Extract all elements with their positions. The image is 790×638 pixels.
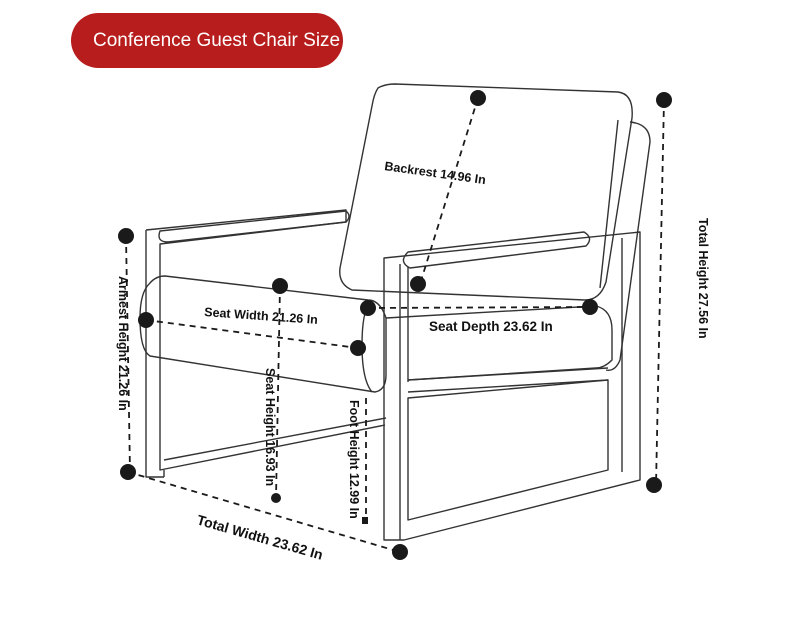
marker-foot-height-bottom — [362, 517, 368, 524]
total-height-line — [655, 99, 665, 486]
backrest-rear-frame — [599, 119, 619, 289]
seat-cushion — [139, 275, 387, 393]
total-width-line — [127, 471, 401, 553]
marker-seat-depth-left — [360, 300, 376, 316]
marker-seat-width-top — [272, 278, 288, 294]
label-seat-depth: Seat Depth 23.62 In — [429, 319, 553, 334]
label-foot-height: Foot Height 12.99 In — [347, 400, 361, 519]
right-arm-frame — [383, 231, 641, 541]
front-rail — [407, 367, 609, 393]
marker-seat-height-bottom — [271, 493, 281, 503]
marker-total-height-bottom — [646, 477, 662, 493]
seat-width-line — [145, 319, 359, 349]
label-seat-height: Seat Height 16.93 In — [263, 368, 277, 486]
label-total-height: Total Height 27.56 In — [696, 218, 710, 339]
seat-cushion-side — [385, 305, 613, 381]
backrest-cushion — [339, 83, 633, 301]
chair-illustration — [139, 83, 651, 541]
marker-backrest-top — [470, 90, 486, 106]
label-backrest: Backrest 14.96 In — [384, 159, 487, 187]
label-seat-width: Seat Width 21.26 In — [204, 305, 319, 327]
marker-total-height-top — [656, 92, 672, 108]
right-arm-pad — [402, 231, 591, 269]
label-armrest-height: Armest Height 21.26 In — [116, 276, 130, 411]
title-text: Conference Guest Chair Size — [93, 30, 341, 51]
left-arm-pad — [158, 210, 350, 243]
seat-depth-line — [367, 306, 591, 309]
marker-seat-width-right — [350, 340, 366, 356]
label-total-width: Total Width 23.62 In — [195, 512, 325, 563]
measurement-markers — [118, 90, 672, 560]
backrest-line — [419, 97, 479, 285]
marker-seat-width-left — [138, 312, 154, 328]
marker-seat-depth-right — [582, 299, 598, 315]
seat-height-line — [275, 285, 281, 499]
title-badge: Conference Guest Chair Size — [71, 13, 343, 68]
backrest-side — [605, 121, 651, 371]
marker-total-width-right — [392, 544, 408, 560]
dimension-lines — [125, 97, 665, 553]
marker-armrest-bottom — [120, 464, 136, 480]
marker-backrest-bottom — [410, 276, 426, 292]
marker-armrest-top — [118, 228, 134, 244]
